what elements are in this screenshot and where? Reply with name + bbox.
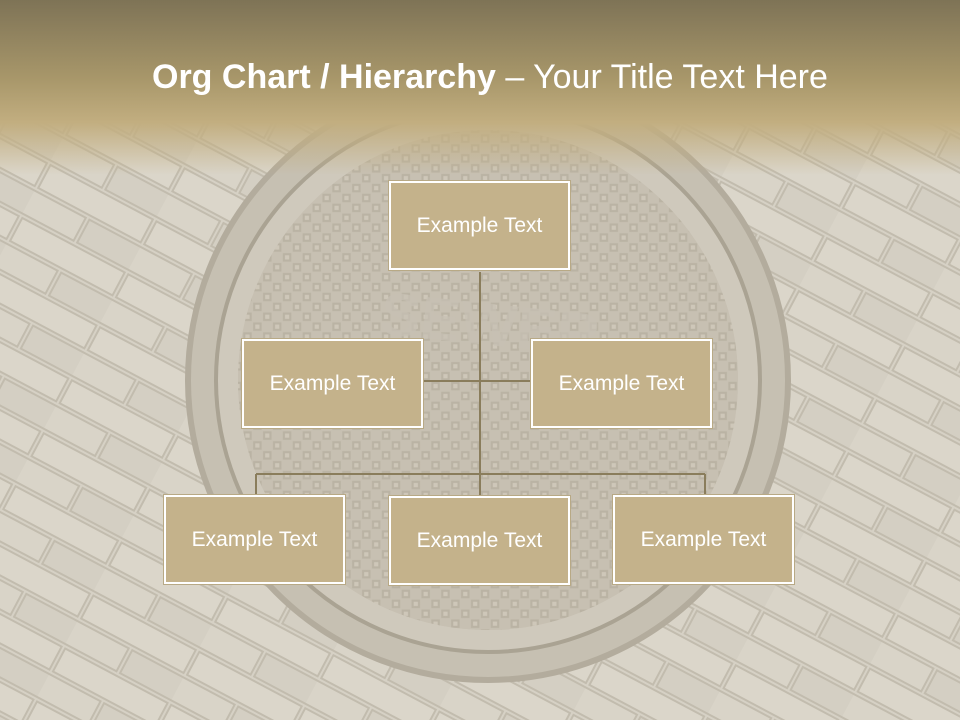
org-node-child-2[interactable]: Example Text bbox=[389, 496, 570, 585]
org-node-assistant-left[interactable]: Example Text bbox=[242, 339, 423, 428]
org-node-child-1[interactable]: Example Text bbox=[164, 495, 345, 584]
org-node-assistant-right[interactable]: Example Text bbox=[531, 339, 712, 428]
org-node-child-3[interactable]: Example Text bbox=[613, 495, 794, 584]
title-rest: Your Title Text Here bbox=[533, 58, 828, 96]
title-bold: Org Chart / Hierarchy bbox=[152, 58, 496, 96]
header-band bbox=[0, 0, 960, 175]
slide-title: Org Chart / Hierarchy – Your Title Text … bbox=[152, 52, 932, 102]
org-node-root[interactable]: Example Text bbox=[389, 181, 570, 270]
title-dash: – bbox=[495, 58, 534, 96]
